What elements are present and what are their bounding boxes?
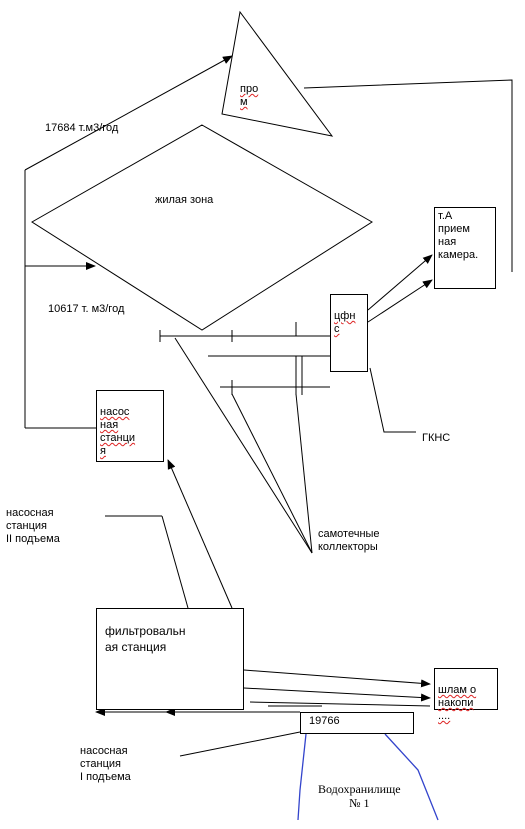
pump-station-label: насос ная станци я [97,391,163,460]
label-pump-station-i: насосная станция I подъема [80,745,131,783]
sludge-storage-box: шлам о накопи .... [434,668,498,722]
residential-zone-diamond [31,124,373,331]
reservoir-line-right [384,733,439,821]
flow-arrow-industrial [24,55,233,171]
gkns-pointer [369,367,416,433]
label-pump-station-ii: насосная станция II подъема [6,507,60,545]
tsfns-arrow-2 [367,279,433,323]
pump-station-text: насос ная станци я [100,406,136,457]
tsfns-arrow-1 [367,254,433,311]
sludge-storage-label: шлам о накопи .... [435,669,497,725]
sludge-storage-text: шлам о накопи .... [438,684,477,722]
reservoir-line-left [297,733,307,821]
collector-pointer-1 [174,337,313,554]
sludge-arrow-2 [243,687,431,702]
industrial-zone-text: про м [240,83,259,108]
receiving-chamber-label: т.А прием ная камера. [438,210,479,261]
label-industrial-zone: про м [240,70,258,109]
collector-pointer-2 [231,393,313,554]
label-residential-zone: жилая зона [155,194,214,206]
label-reservoir: Водохранилище № 1 [318,782,401,810]
label-flow-mid: 10617 т. м3/год [48,303,125,315]
filter-station-label: фильтровальн ая станция [105,624,186,654]
pump-i-leader [179,731,301,757]
intake-box: 19766 [300,712,414,734]
industrial-zone-triangle [221,10,334,137]
label-gkns: ГКНС [422,432,451,444]
sludge-return-line [249,701,431,707]
filter-to-pump-arrow [167,459,233,609]
intake-label: 19766 [309,715,340,727]
pump-station-box: насос ная станци я [96,390,164,462]
filter-station-box: фильтровальн ая станция [96,608,244,710]
collector-pointer-3 [295,393,313,554]
receiving-chamber-box: т.А прием ная камера. [434,207,496,289]
label-collectors: самотечные коллекторы [318,528,380,553]
industrial-return-line [303,79,513,272]
central-station-text: цфн с [334,310,356,335]
central-station-label: цфн с [331,295,367,338]
sludge-arrow-1 [243,669,431,688]
label-flow-top: 17684 т.м3/год [45,122,119,134]
central-station-box: цфн с [330,294,368,372]
pump-ii-connection [161,515,189,609]
